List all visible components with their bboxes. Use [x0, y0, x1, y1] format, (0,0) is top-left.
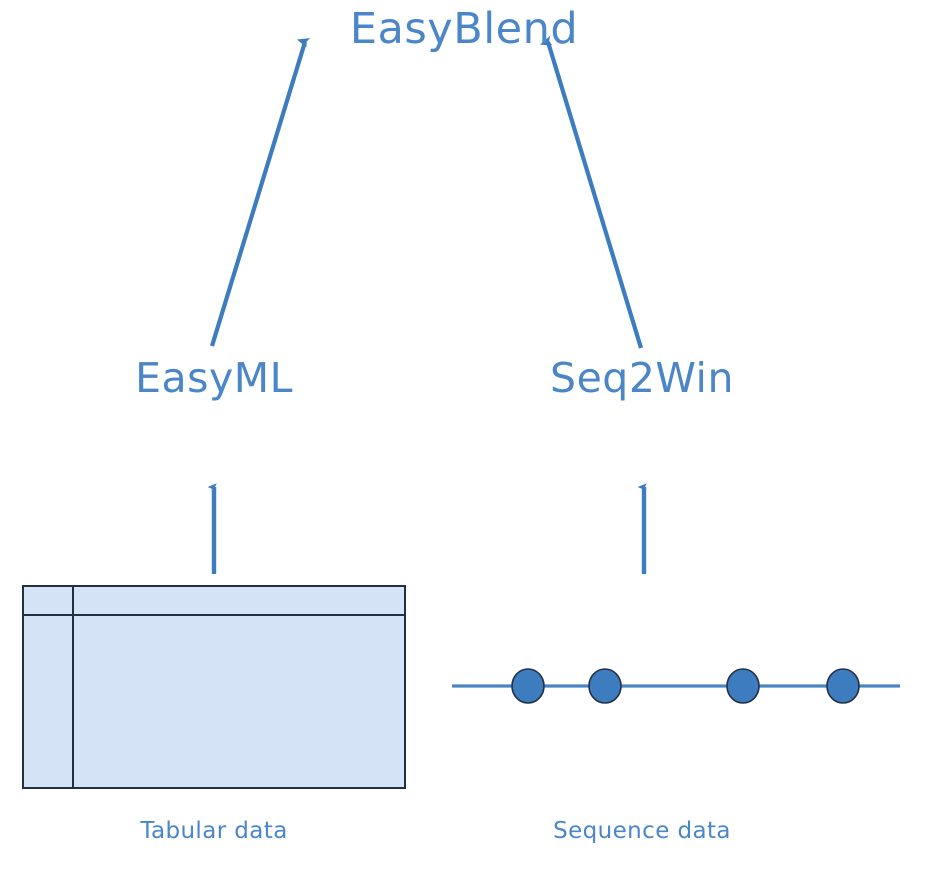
- arrow-seq2win-to-easyblend: [548, 42, 644, 349]
- tabular-data-glyph: [22, 585, 406, 789]
- sequence-point-4: [826, 668, 860, 704]
- sequence-point-1: [511, 668, 545, 704]
- caption-sequence-data: Sequence data: [553, 818, 731, 844]
- node-label-seq2win: Seq2Win: [550, 354, 734, 402]
- sequence-data-glyph: [452, 668, 900, 704]
- sequence-point-3: [726, 668, 760, 704]
- node-label-easyml: EasyML: [135, 354, 293, 402]
- table-outline: [22, 585, 406, 789]
- sequence-point-2: [588, 668, 622, 704]
- node-label-easyblend: EasyBlend: [349, 4, 579, 54]
- caption-tabular-data: Tabular data: [140, 818, 288, 844]
- arrow-easyml-to-easyblend: [209, 42, 305, 347]
